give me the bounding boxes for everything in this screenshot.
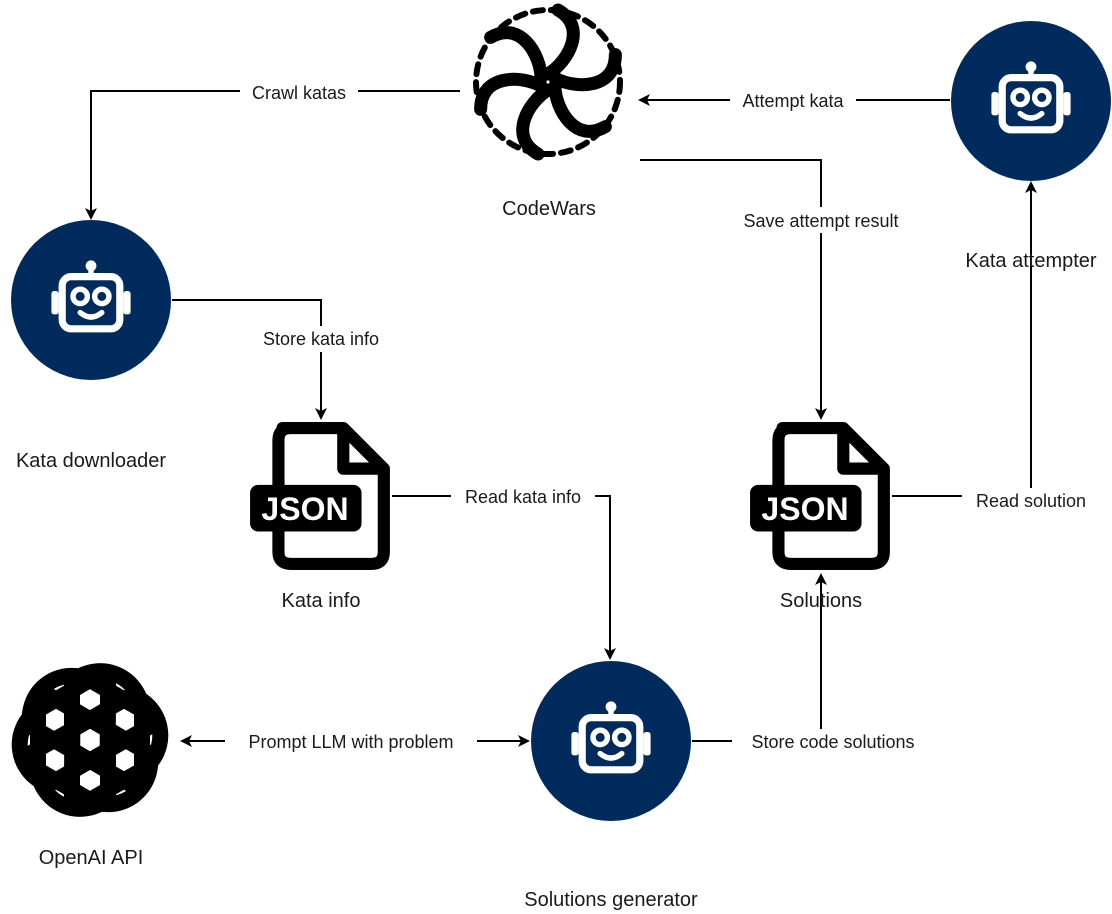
edge-store-code-solutions: Store code solutions: [692, 573, 934, 753]
node-label-codewars: CodeWars: [502, 198, 596, 220]
node-codewars: CodeWars: [473, 10, 623, 220]
node-kata-info: JSON Kata info: [250, 428, 384, 612]
node-label-kata-attempter: Kata attempter: [965, 250, 1097, 272]
node-label-kata-info: Kata info: [282, 590, 361, 612]
node-label-openai-api: OpenAI API: [39, 847, 144, 869]
node-label-kata-downloader: Kata downloader: [16, 450, 166, 472]
openai-logo-icon: [4, 661, 175, 820]
edge-label-crawl-katas: Crawl katas: [252, 83, 346, 103]
json-badge-text: JSON: [261, 491, 348, 527]
edge-label-store-code-solutions: Store code solutions: [751, 732, 914, 752]
edge-label-save-attempt-result: Save attempt result: [743, 211, 898, 231]
node-kata-downloader: Kata downloader: [11, 220, 171, 472]
edge-read-solution: Read solution: [892, 181, 1100, 512]
edge-label-prompt-llm: Prompt LLM with problem: [248, 732, 453, 752]
edge-save-attempt-result: Save attempt result: [640, 159, 920, 420]
node-solutions: JSON Solutions: [750, 428, 884, 612]
edge-prompt-llm: Prompt LLM with problem: [180, 729, 530, 753]
robot-circle: [531, 661, 691, 821]
edge-attempt-kata: Attempt kata: [638, 88, 950, 112]
edge-label-read-kata-info: Read kata info: [465, 487, 581, 507]
node-kata-attempter: Kata attempter: [951, 21, 1111, 272]
edge-label-read-solution: Read solution: [976, 491, 1086, 511]
json-badge-text: JSON: [761, 491, 848, 527]
edge-crawl-katas: Crawl katas: [85, 80, 460, 220]
edge-store-kata-info: Store kata info: [172, 299, 394, 420]
node-label-solutions: Solutions: [780, 590, 862, 612]
edge-label-attempt-kata: Attempt kata: [742, 91, 844, 111]
node-label-solutions-generator: Solutions generator: [524, 889, 698, 911]
node-solutions-generator: Solutions generator: [524, 661, 698, 911]
codewars-logo-icon: [473, 10, 623, 154]
node-openai-api: OpenAI API: [4, 661, 175, 869]
edge-read-kata-info: Read kata info: [392, 484, 616, 660]
edge-label-store-kata-info: Store kata info: [263, 329, 379, 349]
robot-circle: [951, 21, 1111, 181]
robot-circle: [11, 220, 171, 380]
